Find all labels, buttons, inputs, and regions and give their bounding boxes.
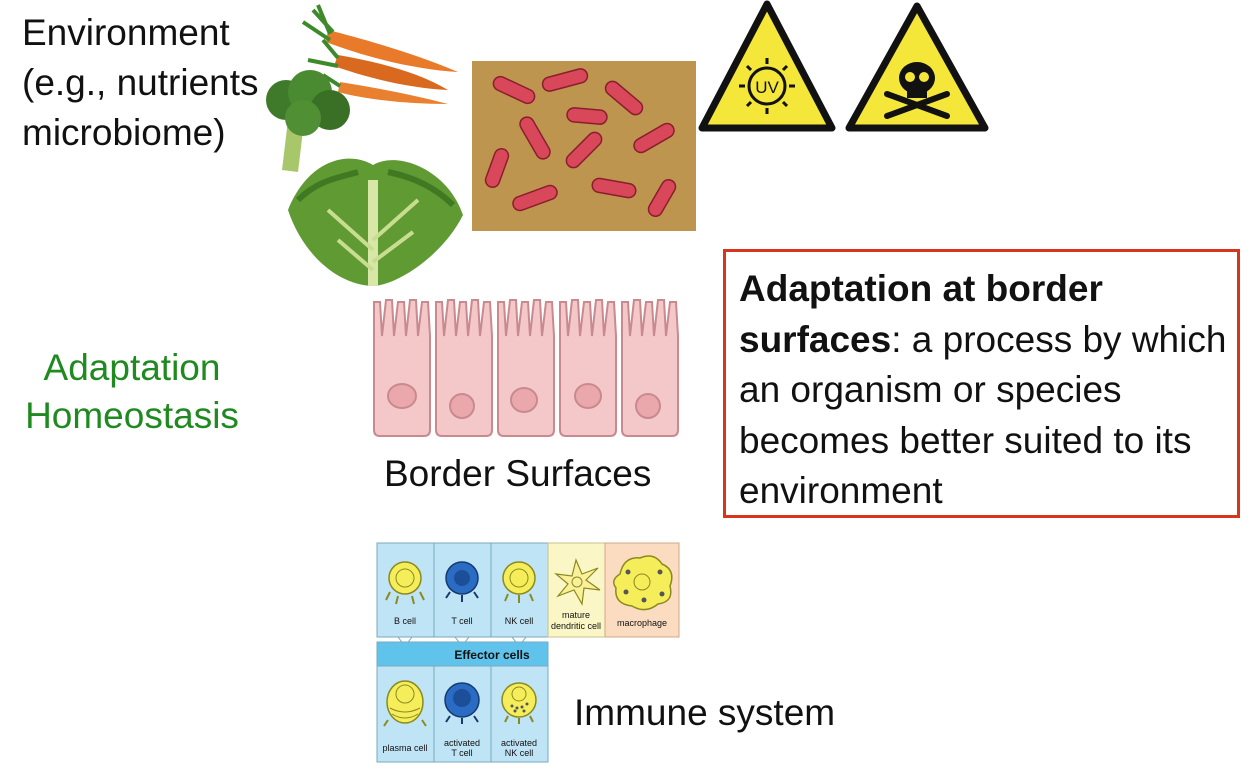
definition-text: Adaptation at border surfaces: a process… — [739, 264, 1237, 517]
definition-term: Adaptation at border surfaces — [739, 268, 1103, 360]
epithelial-cell — [559, 299, 617, 437]
activated-t-cell-label-2: T cell — [451, 748, 472, 758]
dendritic-label-line-1: mature — [562, 610, 590, 620]
activated-nk-cell-label-1: activated — [501, 738, 537, 748]
dendritic-label-line-2: dendritic cell — [551, 621, 601, 631]
broccoli-icon — [266, 70, 350, 172]
toxic-hazard-icon — [845, 2, 989, 132]
lettuce-icon — [288, 158, 463, 286]
definition-box: Adaptation at border surfaces: a process… — [723, 249, 1240, 518]
definition-body: : a process by which an organism or spec… — [739, 318, 1227, 512]
activated-nk-cell-label-2: NK cell — [505, 748, 534, 758]
b-cell-label: B cell — [394, 616, 416, 626]
environment-line-3: microbiome) — [22, 112, 226, 153]
effector-cells-title: Effector cells — [454, 648, 530, 662]
macrophage-label: macrophage — [617, 618, 667, 628]
bacteria-micrograph-image — [472, 61, 696, 231]
t-cell-label: T cell — [451, 616, 472, 626]
adaptation-label: Adaptation Homeostasis — [14, 344, 250, 440]
environment-label: Environment (e.g., nutrients microbiome) — [22, 8, 259, 158]
macrophage-icon — [613, 555, 673, 611]
plasma-cell-icon — [383, 680, 427, 727]
uv-label: UV — [755, 78, 779, 97]
t-cell-icon — [445, 561, 479, 602]
adaptation-line: Adaptation — [43, 347, 221, 388]
epithelial-cell — [497, 299, 555, 437]
carrot-icon — [301, 4, 458, 104]
epithelium-cells-image — [373, 299, 679, 437]
epithelial-cell — [373, 299, 431, 437]
b-cell-icon — [385, 561, 425, 605]
plasma-cell-label: plasma cell — [382, 743, 427, 753]
border-surfaces-label: Border Surfaces — [384, 453, 652, 494]
environment-line-1: Environment — [22, 12, 230, 53]
vegetables-image — [266, 4, 463, 286]
epithelial-cell — [435, 299, 493, 437]
activated-t-cell-label-1: activated — [444, 738, 480, 748]
homeostasis-line: Homeostasis — [25, 395, 239, 436]
immune-system-label: Immune system — [574, 692, 836, 733]
nk-cell-label: NK cell — [505, 616, 534, 626]
uv-hazard-icon: UV — [698, 0, 836, 132]
activated-nk-cell-icon — [501, 682, 537, 724]
epithelial-cell — [621, 299, 679, 437]
effector-cells-header — [376, 641, 549, 667]
activated-t-cell-icon — [444, 682, 480, 724]
nk-cell-icon — [502, 561, 536, 603]
environment-line-2: (e.g., nutrients — [22, 62, 259, 103]
immune-cells-chart: B cell T cell NK cell mature dendritic c… — [376, 542, 680, 763]
dendritic-cell-icon — [554, 558, 601, 606]
